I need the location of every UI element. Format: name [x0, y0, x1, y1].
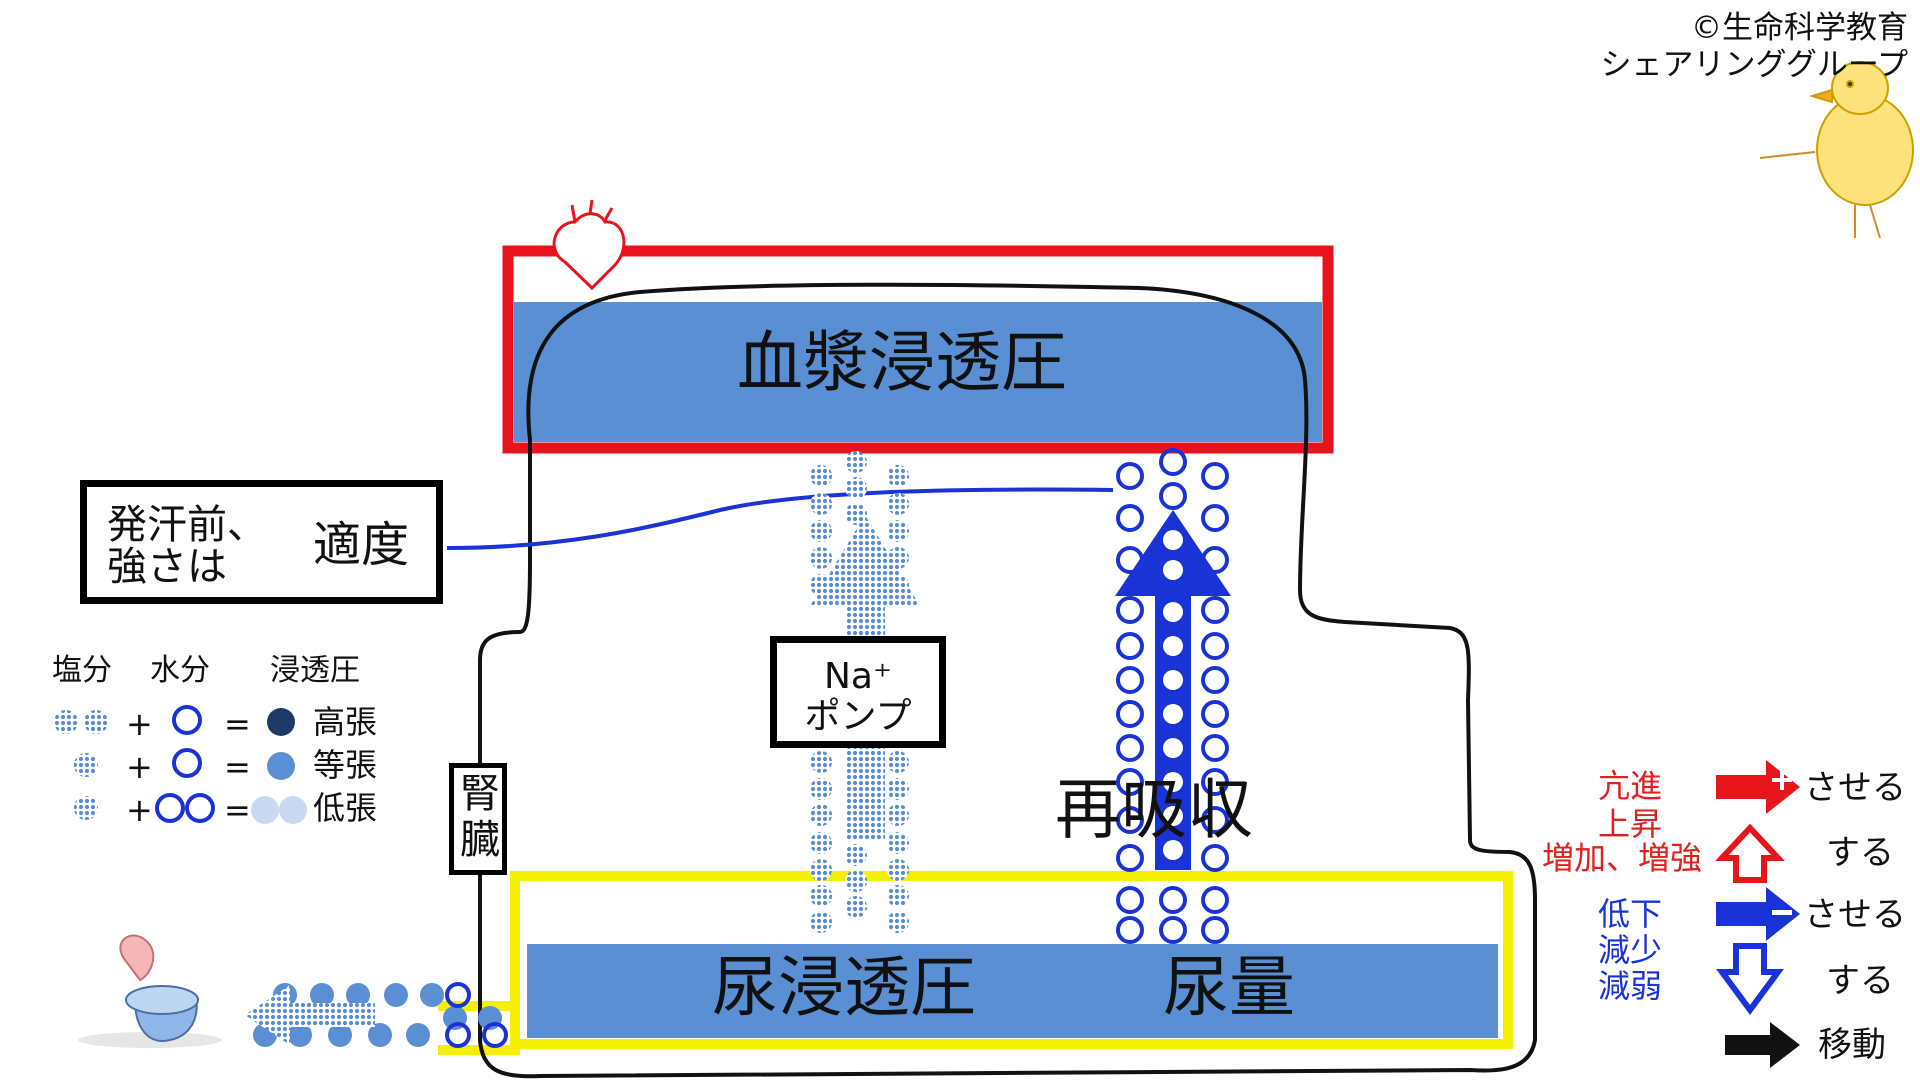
- blue-down-caption: する: [1826, 961, 1894, 1001]
- blue-right-caption: させる: [1804, 895, 1906, 935]
- move-caption: 移動: [1818, 1025, 1886, 1065]
- legend-salt-header: 塩分: [52, 653, 112, 688]
- minus-icon: [1772, 910, 1792, 915]
- blue-term-3: 減弱: [1598, 967, 1663, 1005]
- condition-value: 適度: [313, 517, 410, 573]
- water-molecule-dots: [1116, 448, 1229, 944]
- urine-fill: [527, 944, 1498, 1038]
- legend-plus-1: +: [126, 705, 153, 743]
- red-term-2: 上昇: [1598, 805, 1663, 843]
- na-pump-box: Na⁺ ポンプ: [770, 636, 946, 748]
- condition-box: 発汗前、 強さは 適度: [80, 480, 443, 604]
- red-term-1: 亢進: [1598, 767, 1663, 805]
- blue-term-2: 減少: [1598, 931, 1663, 969]
- plasma-fill: [514, 302, 1322, 442]
- red-right-caption: させる: [1804, 768, 1906, 808]
- legend-eq-1: =: [224, 705, 251, 743]
- legend-plus-2: +: [126, 748, 153, 786]
- legend-water-header: 水分: [150, 653, 210, 688]
- kidney-char-2: 臓: [460, 817, 500, 863]
- legend-result-3: 低張: [313, 789, 378, 827]
- copyright-credit: ©生命科学教育 シェアリンググループ: [1600, 10, 1908, 83]
- heart-icon: [552, 199, 626, 291]
- toilet-icon: [78, 934, 222, 1048]
- na-pump-side-dots: [810, 451, 909, 933]
- chick-illustration: [1759, 61, 1914, 239]
- urine-volume-label: 尿量: [1163, 949, 1295, 1026]
- legend-eq-3: =: [224, 791, 251, 829]
- legend-eq-2: =: [224, 748, 251, 786]
- kidney-label-box: 腎 臓: [449, 763, 507, 875]
- legend-symbols: [54, 705, 307, 824]
- legend-result-2: 等張: [313, 746, 378, 784]
- urine-osmotic-label: 尿浸透圧: [712, 949, 976, 1026]
- side-legend-arrows: [1715, 760, 1800, 1068]
- red-term-3: 増加、増強: [1542, 839, 1703, 877]
- plasma-osmotic-label: 血漿浸透圧: [737, 324, 1067, 401]
- na-pump-line-2: ポンプ: [804, 696, 912, 737]
- urine-outflow: [245, 982, 508, 1048]
- legend-osmotic-header: 浸透圧: [270, 653, 360, 688]
- blue-term-1: 低下: [1598, 895, 1663, 933]
- condition-connector: [446, 487, 1114, 550]
- legend-plus-3: +: [126, 791, 153, 829]
- credit-line-2: シェアリンググループ: [1600, 46, 1908, 83]
- kidney-char-1: 腎: [460, 771, 500, 817]
- condition-line-1: 発汗前、: [107, 502, 267, 548]
- na-pump-line-1: Na⁺: [824, 656, 892, 697]
- water-reabsorption-arrow: [1115, 510, 1231, 870]
- legend-result-1: 高張: [313, 703, 378, 741]
- condition-line-2: 強さは: [107, 544, 227, 590]
- red-up-caption: する: [1826, 833, 1894, 873]
- credit-line-1: ©生命科学教育: [1691, 10, 1908, 46]
- reabsorption-label: 再吸収: [1055, 771, 1253, 848]
- kidney-outline: [478, 282, 1537, 1079]
